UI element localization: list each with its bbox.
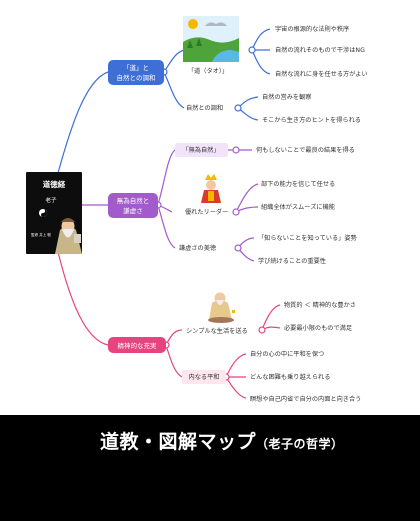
wuwei-sub2-item-2: 組織全体がスムーズに機能 bbox=[261, 203, 335, 211]
spirit-sub2-item-3: 瞑想や自己内省で自分の内面と向き合う bbox=[250, 395, 361, 403]
tao-sub1-item-3: 自然な流れに身を任せる方がよい bbox=[275, 70, 368, 78]
wuwei-sub1-label: 「無為自然」 bbox=[182, 146, 219, 154]
monk-illustration bbox=[208, 292, 235, 323]
footer-title-main: 道教・図解マップ bbox=[100, 431, 257, 453]
wuwei-sub2-item-1: 部下の能力を信じて任せる bbox=[261, 180, 335, 188]
wuwei-sub1-box bbox=[175, 143, 228, 157]
book-cover: 道徳経 老子 監修 井上 聡 bbox=[26, 172, 82, 254]
tao-sub1-item-2: 自然の流れそのもので干渉はNG bbox=[275, 46, 365, 54]
book-author: 老子 bbox=[45, 196, 57, 204]
leader-illustration bbox=[201, 174, 221, 203]
tao-sub2-label: 自然との調和 bbox=[186, 104, 223, 112]
tao-sub1-item-1: 宇宙の根源的な法則や秩序 bbox=[275, 25, 349, 33]
spirit-connectors bbox=[57, 251, 281, 399]
branch-wuwei-label-1: 無為自然と bbox=[117, 196, 150, 205]
spirit-sub1-item-1: 物質的 ＜ 精神的な豊かさ bbox=[284, 301, 356, 309]
tao-sub1-label: 「道（タオ）」 bbox=[188, 67, 228, 75]
footer-subtitle: （老子の哲学） bbox=[256, 437, 344, 451]
branch-tao-label-1: 「道」と bbox=[123, 63, 149, 72]
tao-sub2-item-1: 自然の営みを観察 bbox=[262, 93, 312, 101]
sage-illustration bbox=[55, 218, 82, 254]
spirit-sub1-label: シンプルな生活を送る bbox=[186, 327, 248, 335]
spirit-sub2-item-2: どんな困難も乗り越えられる bbox=[250, 373, 330, 381]
wuwei-sub1-item-1: 何もしないことで最良の結果を得る bbox=[256, 146, 355, 154]
wuwei-sub3-label: 謙虚さの美徳 bbox=[179, 244, 217, 252]
wuwei-sub3-item-1: 「知らないことを知っている」姿勢 bbox=[258, 234, 358, 242]
branch-tao[interactable]: 「道」と 自然との調和 bbox=[108, 60, 164, 85]
branch-wuwei-label-2: 謙虚さ bbox=[123, 206, 143, 215]
spirit-sub1-item-2: 必要最小限のもので満足 bbox=[284, 324, 352, 332]
spirit-sub2-item-1: 自分の心の中に平和を保つ bbox=[250, 350, 324, 358]
wuwei-sub2-label: 優れたリーダー bbox=[185, 208, 228, 216]
branch-tao-label-2: 自然との調和 bbox=[117, 73, 156, 82]
tao-sub2-item-2: そこから生き方のヒントを得られる bbox=[262, 116, 361, 124]
branch-wuwei[interactable]: 無為自然と 謙虚さ bbox=[108, 193, 158, 218]
wuwei-sub3-item-2: 学び続けることの重要性 bbox=[258, 257, 326, 265]
footer-title: 道教・図解マップ（老子の哲学） bbox=[100, 427, 344, 454]
landscape-illustration bbox=[183, 16, 239, 62]
spirit-sub2-box bbox=[182, 370, 226, 384]
spirit-sub2-label: 内なる平和 bbox=[189, 373, 220, 381]
yin-yang-icon bbox=[39, 209, 47, 217]
branch-spirit[interactable]: 精神的な充実 bbox=[108, 337, 166, 353]
book-supervisor: 監修 井上 聡 bbox=[31, 232, 51, 237]
book-title: 道徳経 bbox=[43, 179, 66, 189]
branch-spirit-label: 精神的な充実 bbox=[118, 341, 158, 350]
footer-banner bbox=[0, 415, 420, 521]
